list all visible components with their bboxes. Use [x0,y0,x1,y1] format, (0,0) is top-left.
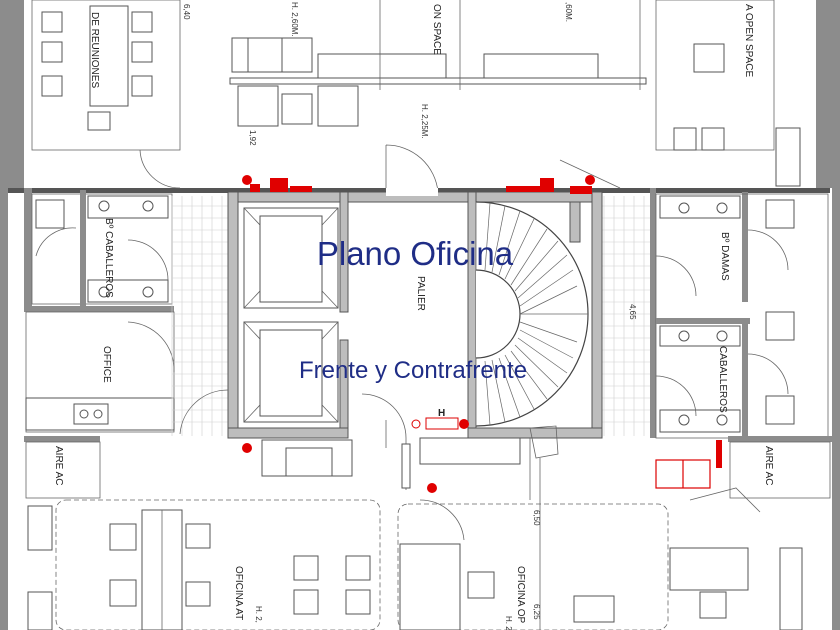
dim-4-65: 4,65 [628,304,637,320]
dim-h-2-25: H. 2,25M. [420,104,429,139]
room-label-palier: PALIER [415,276,426,311]
room-label-open-space-center: ON SPACE [431,4,442,55]
dim-1-92: 1,92 [248,130,257,146]
tiled-corridor-right [600,196,650,436]
elevators [243,207,339,423]
office-bottom-right [669,547,803,630]
dim-h-2-mid: H. 2, [504,616,513,630]
lower-furniture-center [261,425,559,630]
office-room: OFFICE [24,306,175,433]
plan-subtitle: Frente y Contrafrente [299,357,527,384]
palier-doors [179,389,411,490]
doors-top [139,144,621,193]
spiral-staircase [475,201,589,427]
dim-6-50: 6,50 [532,510,541,526]
office-bottom-left: OFICINA AT H. 2, [27,499,381,630]
room-label-caballeros-right: CABALLEROS [717,346,728,413]
dim-h-2-left: H. 2, [254,606,263,623]
room-label-oficina-left: OFICINA AT [233,566,244,620]
office-bottom-mid: OFICINA OP H. 2, 6,50 6,25 [397,499,669,630]
hydrant-symbol: H [438,408,445,419]
dim-6-40: 6,40 [182,4,191,20]
central-core [227,188,603,439]
restroom-caballeros-left: Bº CABALLEROS [24,188,173,306]
room-label-oficina-mid: OFICINA OP [515,566,526,624]
dim-h-2-60: H. 2,60M. [290,2,299,37]
room-label-aire-ac-left: AIRE AC [53,446,64,485]
room-label-caballeros-left: Bº CABALLEROS [103,218,114,298]
restroom-caballeros-right: CABALLEROS 4,65 [628,304,750,438]
aire-ac-rooms: AIRE AC AIRE AC [24,436,832,513]
room-label-aire-ac-right: AIRE AC [763,446,774,485]
top-furniture: ON SPACE ,60M. H. 2,25M. 1,92 [229,0,647,146]
plan-title: Plano Oficina [317,235,514,272]
open-space-right: A OPEN SPACE [655,0,801,187]
meeting-room: DE REUNIONES [31,0,181,151]
dim-6-25: 6,25 [532,604,541,620]
fire-equipment [242,175,722,493]
room-label-office: OFFICE [101,346,112,383]
restroom-damas: Bº DAMAS [650,188,829,439]
dim-60: ,60M. [564,2,573,22]
room-label-damas: Bº DAMAS [719,232,730,281]
room-label-open-space-right: A OPEN SPACE [743,4,754,78]
tiled-corridor-left [171,196,228,436]
room-label-reuniones: DE REUNIONES [89,12,100,88]
